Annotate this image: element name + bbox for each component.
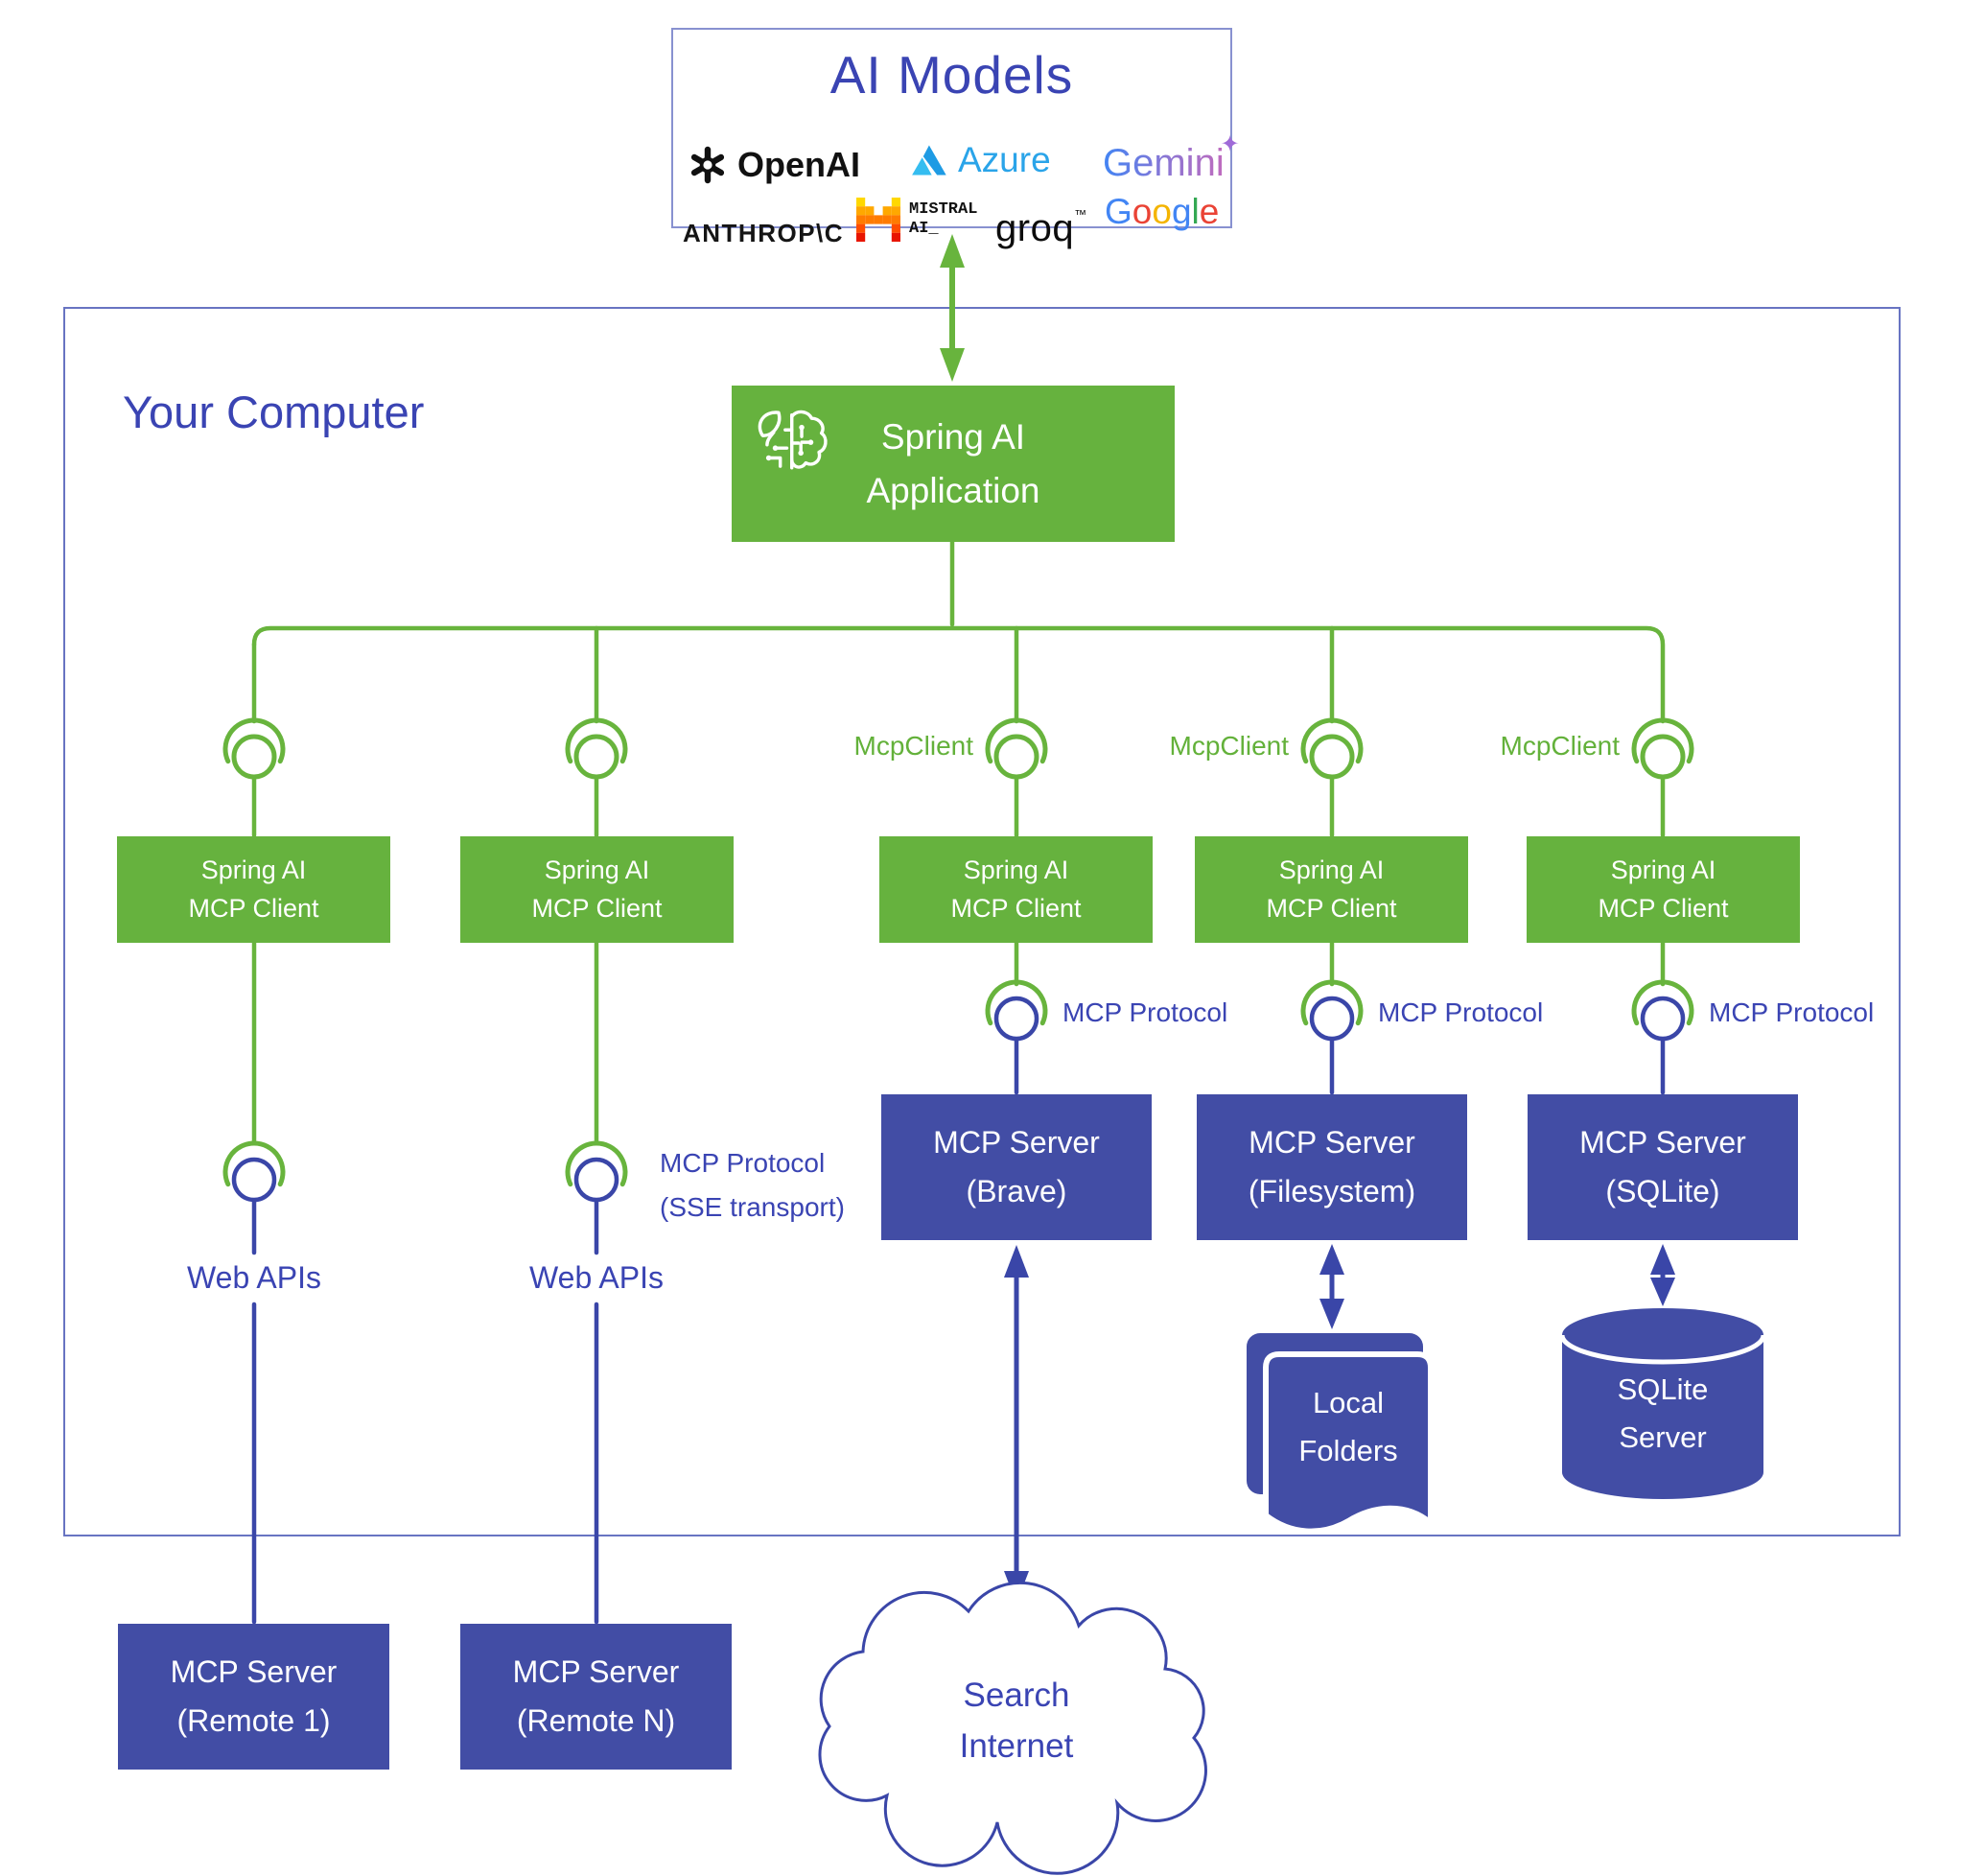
sqlite-server-label: SQLite Server — [1617, 1372, 1709, 1454]
mcp-client-label: McpClient — [1500, 731, 1620, 761]
your-computer-title: Your Computer — [123, 387, 425, 437]
mcp-client-label: McpClient — [1169, 731, 1289, 761]
azure-label: Azure — [958, 140, 1051, 179]
mcp-server-remoteN-box: MCP Server(Remote N) — [460, 1624, 732, 1770]
sse-transport-label: MCP Protocol (SSE transport) — [660, 1148, 845, 1223]
mcp-protocol-icon — [225, 1143, 283, 1200]
azure-icon — [912, 145, 946, 176]
local-folders-label: Local Folders — [1298, 1386, 1398, 1467]
groq-logo: groq™ — [995, 207, 1086, 250]
openai-logo: OpenAI — [687, 144, 860, 186]
mistral-logo: MISTRAL AI_ — [856, 198, 977, 242]
sqlite-database-icon — [1559, 1308, 1766, 1499]
sqlite-db-arrow — [1650, 1244, 1675, 1306]
connector-tree — [251, 539, 1666, 1146]
protocol-lines — [251, 1038, 1666, 1625]
mcp-server-filesystem-box: MCP Server(Filesystem) — [1197, 1094, 1467, 1240]
app-label-line1: Spring AI — [880, 417, 1026, 457]
mcp-protocol-icon — [568, 1143, 625, 1200]
models-app-arrow — [940, 234, 965, 382]
mcp-server-sqlite-box: MCP Server(SQLite) — [1528, 1094, 1798, 1240]
azure-logo: Azure — [911, 140, 1051, 180]
web-apis-label: Web APIs — [529, 1260, 664, 1295]
brave-cloud-arrow — [1004, 1245, 1029, 1604]
gemini-label: Gemini ✦ — [1103, 131, 1240, 184]
mcp-protocol-label: MCP Protocol — [1062, 997, 1228, 1027]
groq-label: groq — [995, 207, 1075, 249]
gemini-sparkle-icon: ✦ — [1220, 131, 1240, 157]
groq-trademark: ™ — [1074, 207, 1087, 222]
mcp-server-remote1-box: MCP Server(Remote 1) — [118, 1624, 389, 1770]
mistral-icon — [856, 198, 900, 242]
web-apis-label: Web APIs — [187, 1260, 321, 1295]
openai-icon — [690, 146, 725, 184]
mcp-protocol-label: MCP Protocol — [1709, 997, 1875, 1027]
local-folders-icon — [1247, 1333, 1434, 1535]
spring-ai-application-box: Spring AI Application — [732, 386, 1175, 542]
search-internet-label: Search Internet — [959, 1677, 1074, 1765]
ai-models-title: AI Models — [829, 45, 1074, 105]
mcp-protocol-icon — [988, 982, 1045, 1039]
mcp-client-icon — [988, 720, 1045, 777]
mistral-label-line1: MISTRAL — [909, 199, 978, 219]
spring-brain-icon — [758, 410, 828, 470]
mcp-protocol-label: MCP Protocol — [1378, 997, 1544, 1027]
app-label-line2: Application — [866, 470, 1040, 510]
mcp-server-brave-box: MCP Server(Brave) — [881, 1094, 1152, 1240]
mcp-client-icon — [1634, 720, 1692, 777]
mistral-label-line2: AI_ — [909, 220, 939, 238]
google-label: Google — [1105, 192, 1220, 231]
mcp-client-label: McpClient — [853, 731, 973, 761]
mcp-client-icon — [568, 720, 625, 777]
ai-models-box — [671, 28, 1232, 228]
mcp-client-icon — [1303, 720, 1361, 777]
mcp-client-icon — [225, 720, 283, 777]
search-internet-cloud — [818, 1581, 1207, 1875]
openai-label: OpenAI — [737, 145, 861, 184]
filesystem-folders-arrow — [1319, 1244, 1344, 1329]
anthropic-label: ANTHROP\C — [683, 219, 845, 247]
